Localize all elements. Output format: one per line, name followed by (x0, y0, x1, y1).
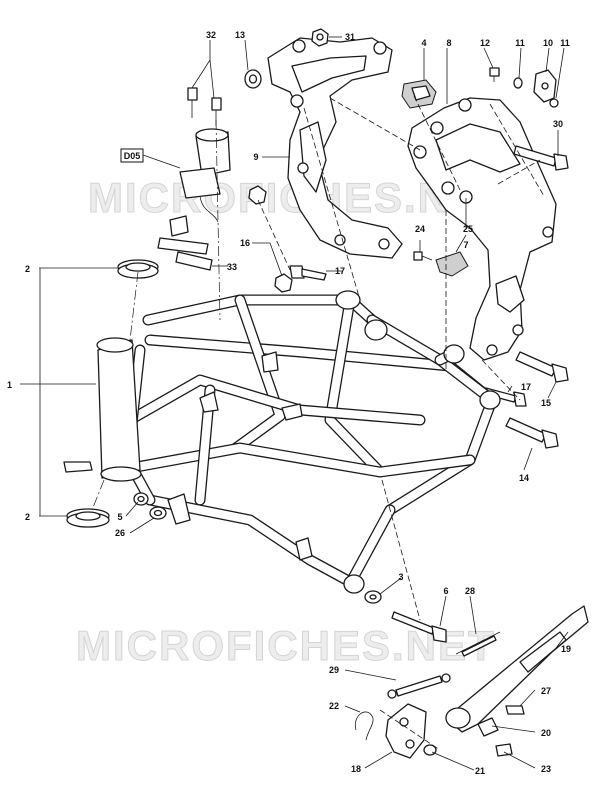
washer-11a (513, 77, 523, 89)
callout-17-b: 17 (521, 382, 531, 392)
bolt-14 (505, 417, 559, 449)
callout-24: 24 (415, 224, 425, 234)
bearing-2-lower (66, 508, 110, 528)
callout-16: 16 (240, 238, 250, 248)
callout-20: 20 (541, 728, 551, 738)
callout-1: 1 (7, 380, 12, 390)
callout-13: 13 (235, 30, 245, 40)
callout-33: 33 (227, 262, 237, 272)
nut-11b (549, 98, 559, 108)
callout-15: 15 (541, 398, 551, 408)
spring-28 (455, 631, 501, 657)
clamp-4 (401, 79, 437, 109)
stand-bracket-18 (385, 703, 427, 759)
reference-tag: D05 (124, 151, 141, 161)
callout-4: 4 (421, 38, 426, 48)
bearing-2-upper (117, 259, 159, 279)
callout-12: 12 (480, 38, 490, 48)
callout-27: 27 (541, 686, 551, 696)
callout-2-upper: 2 (25, 264, 30, 274)
callout-22: 22 (329, 701, 339, 711)
bolt-23 (495, 743, 513, 757)
callout-17-a: 17 (335, 266, 345, 276)
side-stand (445, 605, 589, 733)
callout-25: 25 (463, 224, 473, 234)
bolt-12 (489, 67, 500, 82)
callout-29: 29 (329, 665, 339, 675)
callout-30: 30 (553, 119, 563, 129)
callout-7: 7 (463, 240, 468, 250)
bracket-10 (533, 69, 557, 103)
spring-29 (387, 673, 451, 699)
reference-tag-box (120, 148, 144, 163)
right-rear-plate (407, 97, 557, 361)
callout-28: 28 (465, 586, 475, 596)
callout-32: 32 (206, 30, 216, 40)
nut-16a (248, 185, 267, 205)
bolt-17a (289, 265, 327, 281)
nut-31 (311, 28, 329, 47)
callout-21: 21 (475, 766, 485, 776)
callout-11-b: 11 (560, 38, 570, 48)
washer-3 (364, 590, 382, 604)
callout-3: 3 (398, 572, 403, 582)
callout-26: 26 (115, 528, 125, 538)
bolt-27 (505, 705, 525, 715)
callout-10: 10 (543, 38, 553, 48)
main-frame (63, 290, 501, 594)
callout-18: 18 (351, 764, 361, 774)
callout-6: 6 (443, 586, 448, 596)
callout-14: 14 (519, 473, 529, 483)
bolt-20 (477, 717, 499, 737)
callout-9: 9 (253, 152, 258, 162)
callout-31: 31 (345, 32, 355, 42)
callout-5: 5 (117, 512, 122, 522)
bolt-24 (413, 251, 433, 261)
callout-19: 19 (561, 644, 571, 654)
left-rear-plate (267, 37, 403, 259)
nut-16b (274, 273, 293, 293)
callout-8: 8 (446, 38, 451, 48)
callout-2-lower: 2 (25, 512, 30, 522)
spacer-5 (133, 492, 149, 506)
spacer-26 (149, 506, 167, 520)
bolt-6 (391, 611, 447, 643)
bracket-7 (435, 251, 469, 277)
bush-13 (244, 69, 262, 89)
clip-22 (354, 711, 374, 741)
bolt-15 (515, 351, 569, 383)
bolt-30 (513, 145, 569, 171)
callout-11-a: 11 (515, 38, 525, 48)
callout-23: 23 (541, 764, 551, 774)
sensor-assembly (157, 87, 231, 271)
